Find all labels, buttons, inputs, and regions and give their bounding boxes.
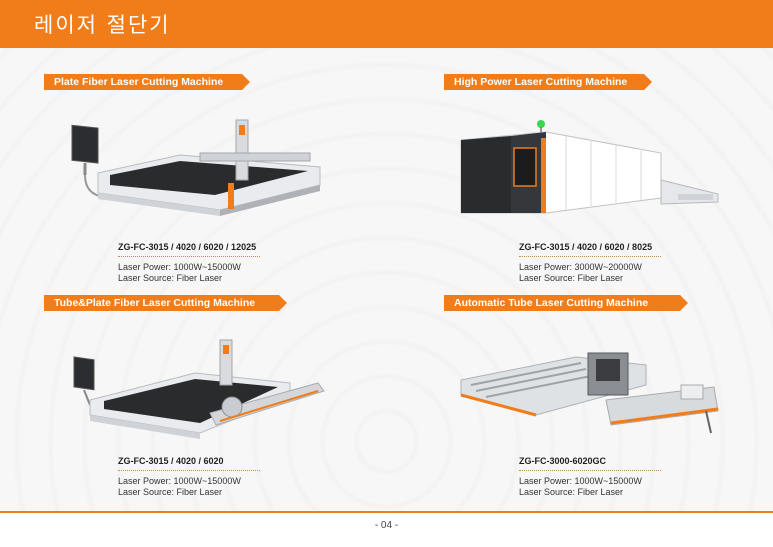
model-number: ZG-FC-3015 / 4020 / 6020	[118, 456, 260, 471]
page-header: 레이저 절단기	[0, 0, 773, 48]
model-number: ZG-FC-3015 / 4020 / 6020 / 12025	[118, 242, 260, 257]
section-title-auto-tube: Automatic Tube Laser Cutting Machine	[444, 295, 688, 311]
page-title: 레이저 절단기	[34, 13, 171, 37]
spec-auto-tube: ZG-FC-3000-6020GC Laser Power: 1000W~150…	[519, 456, 661, 498]
model-number: ZG-FC-3000-6020GC	[519, 456, 661, 471]
section-title-plate-fiber: Plate Fiber Laser Cutting Machine	[44, 74, 250, 90]
laser-source: Laser Source: Fiber Laser	[519, 273, 624, 283]
spec-tube-plate: ZG-FC-3015 / 4020 / 6020 Laser Power: 10…	[118, 456, 260, 498]
footer-divider	[0, 511, 773, 513]
spec-high-power: ZG-FC-3015 / 4020 / 6020 / 8025 Laser Po…	[519, 242, 661, 284]
laser-source: Laser Source: Fiber Laser	[118, 273, 223, 283]
laser-power: Laser Power: 1000W~15000W	[118, 476, 241, 486]
plate-fiber-machine-illustration	[71, 119, 321, 216]
section-title-tube-plate: Tube&Plate Fiber Laser Cutting Machine	[44, 295, 287, 311]
section-title-high-power: High Power Laser Cutting Machine	[444, 74, 652, 90]
page-background	[0, 48, 773, 511]
laser-power: Laser Power: 3000W~20000W	[519, 262, 642, 272]
laser-source: Laser Source: Fiber Laser	[519, 487, 624, 497]
laser-power: Laser Power: 1000W~15000W	[519, 476, 642, 486]
page-number: - 04 -	[374, 520, 399, 531]
model-number: ZG-FC-3015 / 4020 / 6020 / 8025	[519, 242, 661, 257]
tube-plate-machine-illustration	[73, 339, 325, 439]
auto-tube-machine-illustration	[460, 352, 719, 434]
laser-power: Laser Power: 1000W~15000W	[118, 262, 241, 272]
high-power-machine-illustration	[460, 120, 719, 214]
spec-plate-fiber: ZG-FC-3015 / 4020 / 6020 / 12025 Laser P…	[118, 242, 260, 284]
laser-source: Laser Source: Fiber Laser	[118, 487, 223, 497]
